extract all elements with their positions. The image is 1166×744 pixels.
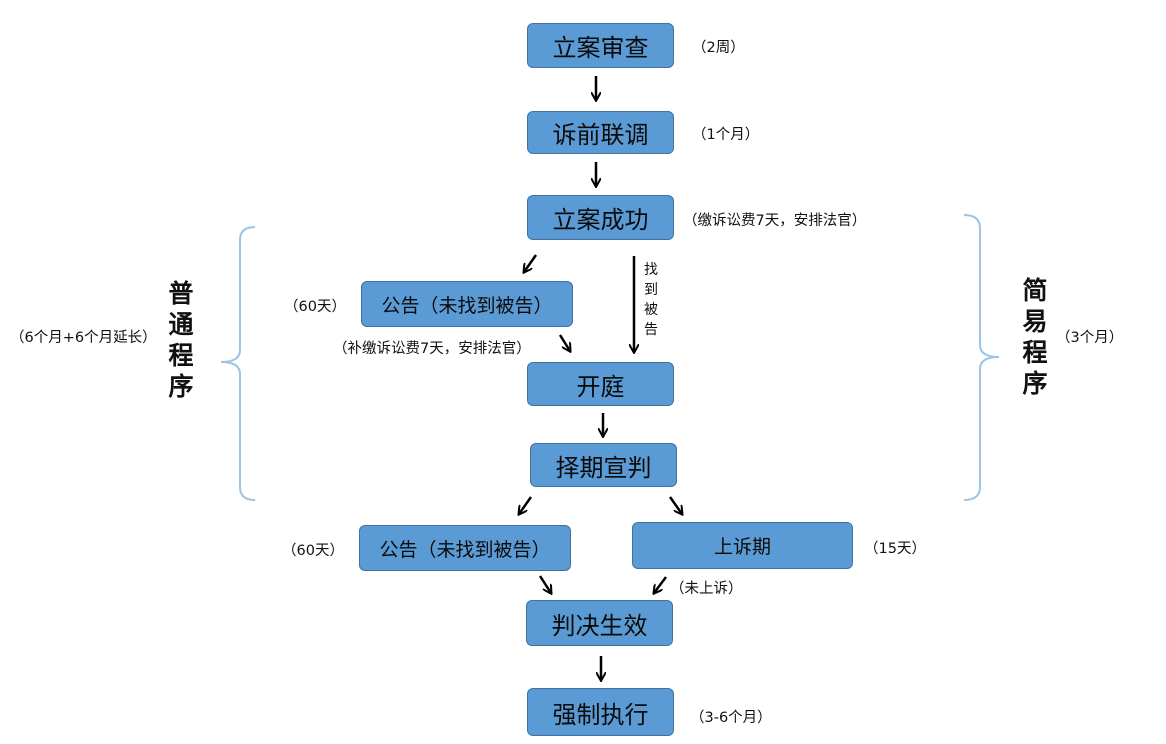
arrow-judgment-date-to-notice [519,496,533,514]
notice-box-1[interactable]: 公告（未找到被告） [361,281,573,327]
filing-review-label: 立案审查 [552,34,649,62]
appeal-period-time: （15天） [864,541,926,557]
notice-1-detail: （补缴诉讼费7天，安排法官） [333,341,531,357]
found-defendant-char: 到 [644,282,658,298]
pre-mediation-time: （1个月） [692,127,760,143]
enforcement-time: （3-6个月） [690,710,772,726]
simple-procedure-bracket [963,214,1000,501]
ordinary-procedure-char: 通 [168,310,194,339]
simple-procedure-char: 简 [1022,276,1048,305]
ordinary-procedure-char: 普 [168,279,194,308]
notice-2-label: 公告（未找到被告） [379,538,551,561]
enforcement-label: 强制执行 [552,700,649,729]
appeal-period-box[interactable]: 上诉期 [632,522,853,569]
arrow-notice-to-effective [538,575,551,593]
ordinary-procedure-bracket [220,226,256,501]
no-appeal-note: （未上诉） [670,581,743,597]
arrow-appeal-to-effective [654,576,667,593]
judgment-effective-label: 判决生效 [551,611,648,640]
judgment-date-box[interactable]: 择期宣判 [530,443,677,487]
found-defendant-char: 告 [644,322,658,338]
arrow-success-to-notice [524,254,538,272]
hearing-label: 开庭 [576,372,625,401]
filing-review-time: （2周） [692,40,745,56]
filing-review-box[interactable]: 立案审查 [527,23,674,68]
simple-procedure-title: 简 易 程 序 [1020,275,1050,399]
notice-1-label: 公告（未找到被告） [381,294,553,317]
filing-success-label: 立案成功 [552,206,649,234]
ordinary-procedure-title: 普 通 程 序 [166,278,196,402]
ordinary-procedure-char: 序 [168,372,194,401]
simple-procedure-char: 易 [1022,307,1048,336]
found-defendant-label: 找 到 被 告 [644,260,662,340]
enforcement-box[interactable]: 强制执行 [527,688,674,736]
found-defendant-char: 被 [644,302,658,318]
ordinary-procedure-char: 程 [168,341,194,370]
notice-2-time: （60天） [282,543,344,559]
pre-mediation-label: 诉前联调 [552,121,649,149]
filing-success-detail: （缴诉讼费7天，安排法官） [683,213,867,229]
appeal-period-label: 上诉期 [713,536,771,558]
simple-procedure-time: （3个月） [1056,330,1124,346]
found-defendant-char: 找 [644,262,658,278]
hearing-box[interactable]: 开庭 [527,362,674,406]
arrow-notice-to-hearing [558,334,570,351]
notice-box-2[interactable]: 公告（未找到被告） [359,525,571,571]
simple-procedure-char: 序 [1022,369,1048,398]
simple-procedure-char: 程 [1022,338,1048,367]
pre-mediation-box[interactable]: 诉前联调 [527,111,674,154]
ordinary-procedure-time: （6个月+6个月延长） [10,330,157,346]
arrow-judgment-date-to-appeal [668,496,682,514]
filing-success-box[interactable]: 立案成功 [527,195,674,240]
judgment-effective-box[interactable]: 判决生效 [526,600,673,646]
judgment-date-label: 择期宣判 [555,453,652,482]
notice-1-time: （60天） [284,299,346,315]
